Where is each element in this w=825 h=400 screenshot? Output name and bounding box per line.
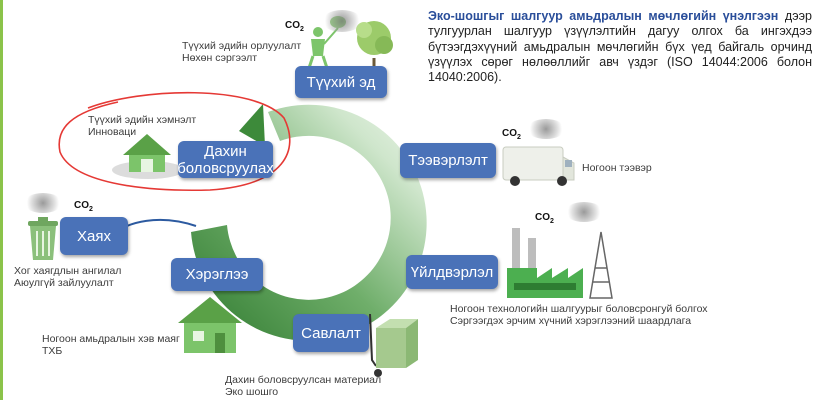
smoke-discard xyxy=(24,193,62,213)
description-highlight: Эко-шошгыг шалгуур амьдралын мөчлөгийн ү… xyxy=(428,9,779,23)
description-paragraph: Эко-шошгыг шалгуур амьдралын мөчлөгийн ү… xyxy=(428,9,812,85)
trash-can-illustration xyxy=(28,217,58,260)
co2-label-discard: CO2 xyxy=(74,200,93,213)
stage-production: Үйлдвэрлэл xyxy=(406,255,498,289)
caption-production: Ногоон технологийн шалгуурыг боловсронгу… xyxy=(450,303,708,327)
caption-transport: Ногоон тээвэр xyxy=(582,162,652,174)
smoke-production xyxy=(565,202,603,222)
van-illustration xyxy=(502,146,575,186)
stage-discard: Хаях xyxy=(60,217,128,255)
smoke-transport xyxy=(527,119,565,139)
recycle-house-illustration xyxy=(112,134,184,179)
stage-raw-material: Түүхий эд xyxy=(295,66,387,98)
cycle-arrow-head xyxy=(239,104,265,146)
stage-packaging: Савлалт xyxy=(293,314,369,352)
stage-recycling: Дахин боловсруулах xyxy=(177,141,274,178)
smoke-raw xyxy=(322,10,362,32)
package-illustration xyxy=(369,313,418,377)
stage-consumption: Хэрэглээ xyxy=(171,258,263,291)
description-rest: дээр тулгуурлан шалгуур үзүүлэлтийн дагу… xyxy=(428,9,812,85)
factory-illustration xyxy=(507,228,613,299)
co2-label-production: CO2 xyxy=(535,212,554,225)
highlight-circle xyxy=(58,91,291,192)
house-illustration xyxy=(178,297,242,353)
co2-label-transport: CO2 xyxy=(502,128,521,141)
left-edge-bar xyxy=(0,0,3,400)
co2-label-raw: CO2 xyxy=(285,20,304,33)
stage-transport: Тээвэрлэлт xyxy=(400,143,496,178)
